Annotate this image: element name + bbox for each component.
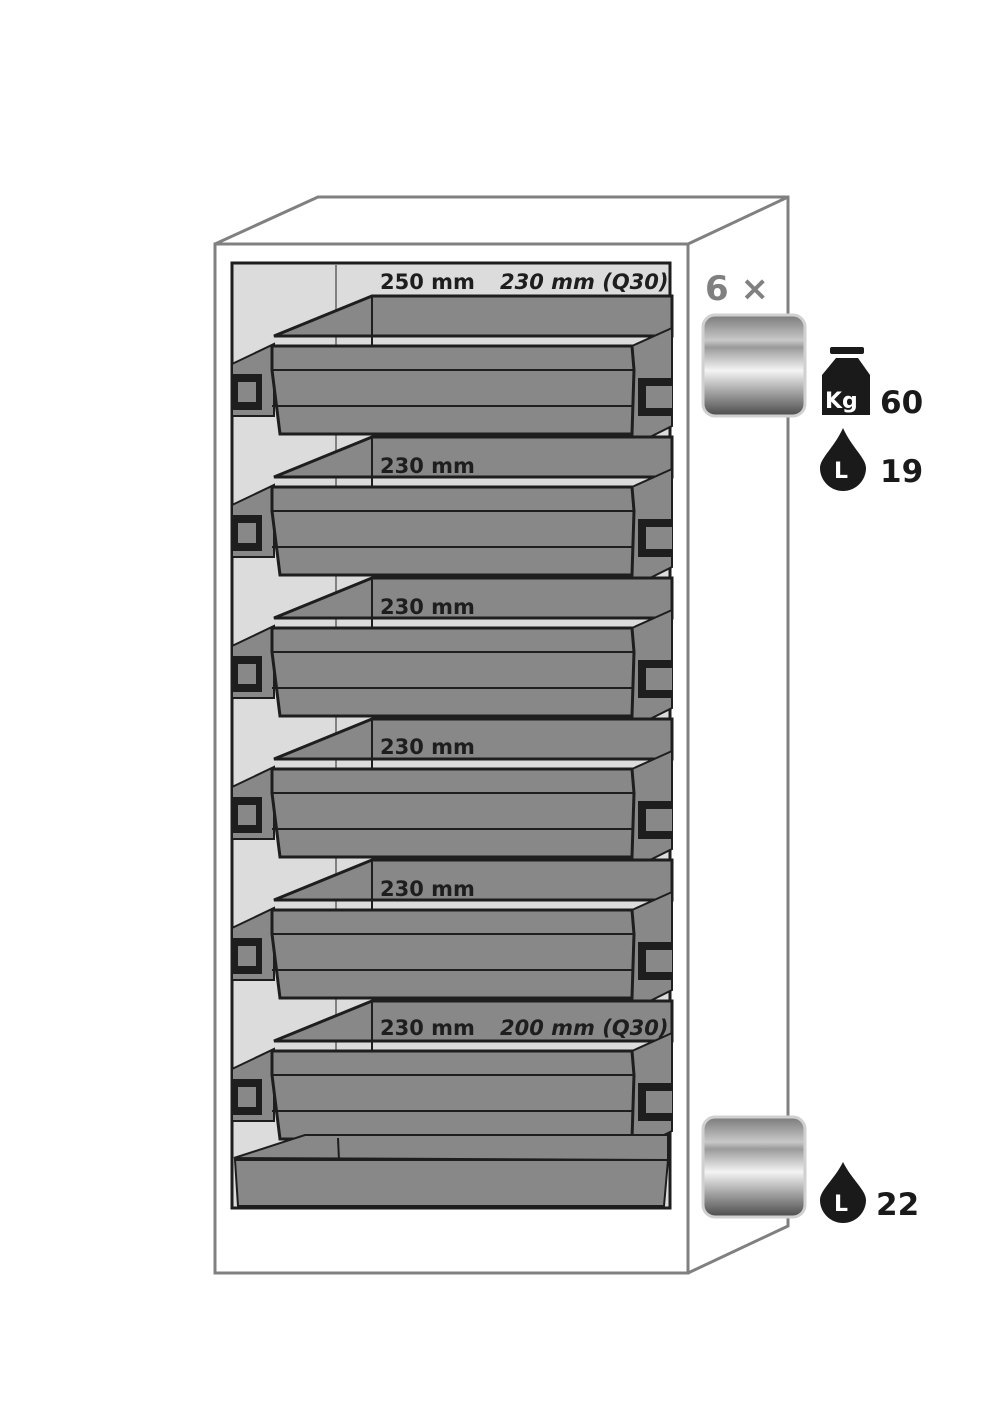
drawer-count-label: 6 × [705, 269, 769, 309]
bottom-sump-tray [233, 1134, 670, 1207]
drawer-6-height-label: 230 mm [380, 1016, 475, 1040]
svg-text:L: L [834, 459, 848, 484]
top-drawer-module-icon [701, 313, 807, 418]
svg-text:L: L [834, 1192, 848, 1217]
bottom-sump-module-icon [701, 1115, 807, 1219]
drawer-2-height-label: 230 mm [380, 454, 475, 478]
drawer-1-height-label: 250 mm [380, 270, 475, 294]
drawer-1-alt-label: 230 mm (Q30) [500, 270, 669, 294]
bottom-volume-value: 22 [876, 1187, 919, 1223]
weight-capacity-value: 60 [880, 385, 923, 421]
svg-text:Kg: Kg [825, 389, 858, 414]
drawer-5-height-label: 230 mm [380, 877, 475, 901]
liquid-drop-icon: L [820, 428, 866, 491]
liquid-drop-icon-bottom: L [820, 1162, 866, 1223]
weight-kg-icon: Kg [822, 347, 870, 415]
drawer-4-height-label: 230 mm [380, 735, 475, 759]
top-volume-value: 19 [880, 454, 923, 490]
drawer-6-alt-label: 200 mm (Q30) [500, 1016, 669, 1040]
drawer-3-height-label: 230 mm [380, 595, 475, 619]
